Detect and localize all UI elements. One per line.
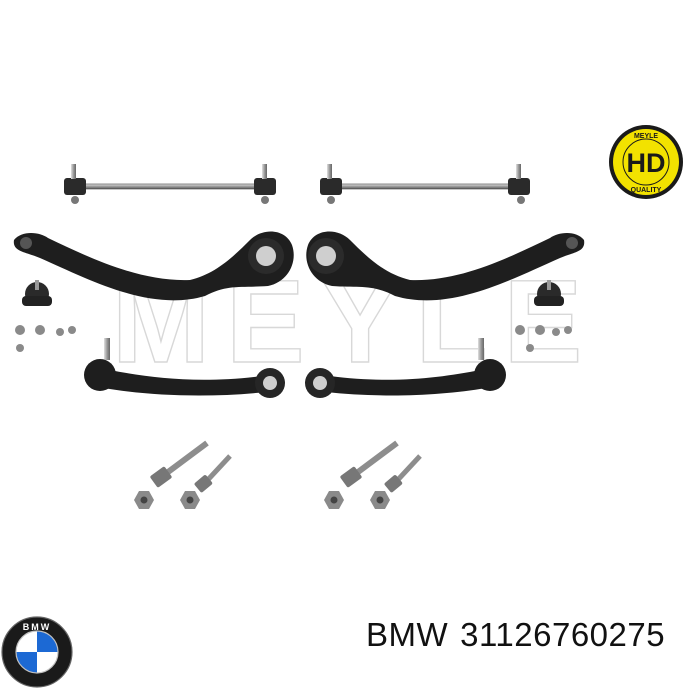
part-caption: BMW 31126760275: [366, 616, 677, 654]
bolt-set-left: [134, 440, 232, 509]
ball-joint-left: [15, 280, 76, 352]
bmw-logo-letters: BMW: [23, 622, 52, 632]
stabilizer-link-left: [64, 164, 276, 204]
hd-badge-grade: HD: [627, 148, 666, 178]
control-arm-lower-right: [305, 338, 506, 398]
control-arm-upper-right: [306, 231, 585, 301]
part-number: 31126760275: [460, 616, 666, 653]
ball-joint-right: [515, 280, 572, 352]
hd-badge-label: QUALITY: [631, 187, 662, 194]
control-arm-lower-left: [84, 338, 285, 398]
brand-name: BMW: [366, 616, 449, 653]
stabilizer-link-right: [320, 164, 530, 204]
bolt-set-right: [324, 440, 422, 509]
control-arm-upper-left: [13, 231, 294, 301]
hd-badge-brand: MEYLE: [634, 133, 658, 140]
bmw-logo: BMW: [1, 616, 73, 688]
hd-quality-badge: MEYLE HD QUALITY: [609, 125, 683, 199]
